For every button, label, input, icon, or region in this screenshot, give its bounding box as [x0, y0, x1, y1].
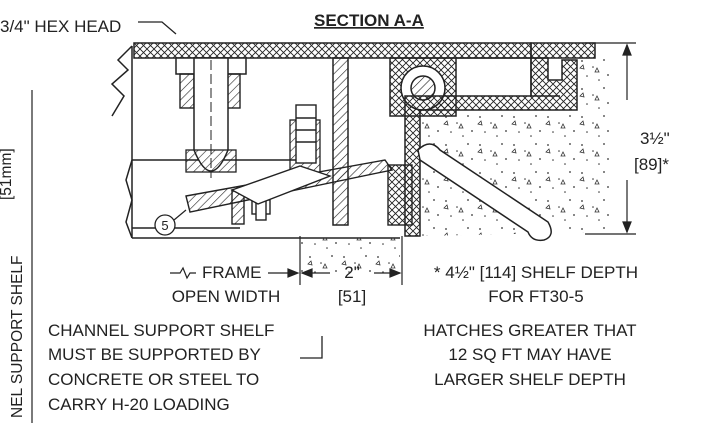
- side-rotated-dimension: [51mm]: [0, 148, 15, 200]
- shelf-depth-note-line1: * 4½" [114] SHELF DEPTH: [434, 263, 638, 282]
- hatch-note-line3: LARGER SHELF DEPTH: [434, 370, 626, 389]
- anchor-rod: [417, 143, 552, 242]
- concrete-lower: [300, 238, 400, 275]
- width-dimension: [299, 236, 403, 285]
- channel-note-line1: CHANNEL SUPPORT SHELF: [48, 321, 274, 340]
- item-balloon: [154, 209, 187, 236]
- section-title: SECTION A-A: [314, 11, 424, 30]
- channel-note-leader: [300, 336, 323, 359]
- gasket: [387, 164, 413, 226]
- hex-head-bolt: [175, 57, 247, 178]
- break-line: [110, 45, 133, 239]
- frame-width-leader: [170, 266, 300, 280]
- channel-note-line3: CONCRETE OR STEEL TO: [48, 370, 259, 389]
- channel-note-line2: MUST BE SUPPORTED BY: [48, 345, 261, 364]
- height-dimension-mm: [89]*: [634, 155, 669, 174]
- hatch-note-line2: 12 SQ FT MAY HAVE: [448, 345, 611, 364]
- latch-mechanism: [185, 104, 394, 225]
- frame-label-line2: OPEN WIDTH: [172, 287, 281, 306]
- item-number: 5: [161, 218, 168, 233]
- cover-plate: [133, 42, 532, 59]
- hatch-note-line1: HATCHES GREATER THAT: [423, 321, 636, 340]
- side-rotated-label: NEL SUPPORT SHELF: [9, 255, 26, 418]
- cover-plate-right: [530, 42, 596, 59]
- width-dimension-label: 2": [344, 263, 360, 282]
- shelf-depth-note-line2: FOR FT30-5: [488, 287, 583, 306]
- channel-note-line4: CARRY H-20 LOADING: [48, 395, 230, 414]
- height-dimension: [585, 42, 636, 235]
- frame-label-line1: FRAME: [202, 263, 262, 282]
- support-post: [332, 57, 349, 226]
- hex-head-leader: [138, 21, 177, 35]
- hex-head-label: 3/4" HEX HEAD: [0, 17, 121, 36]
- height-dimension-label: 3½": [640, 129, 670, 148]
- width-dimension-mm: [51]: [338, 287, 366, 306]
